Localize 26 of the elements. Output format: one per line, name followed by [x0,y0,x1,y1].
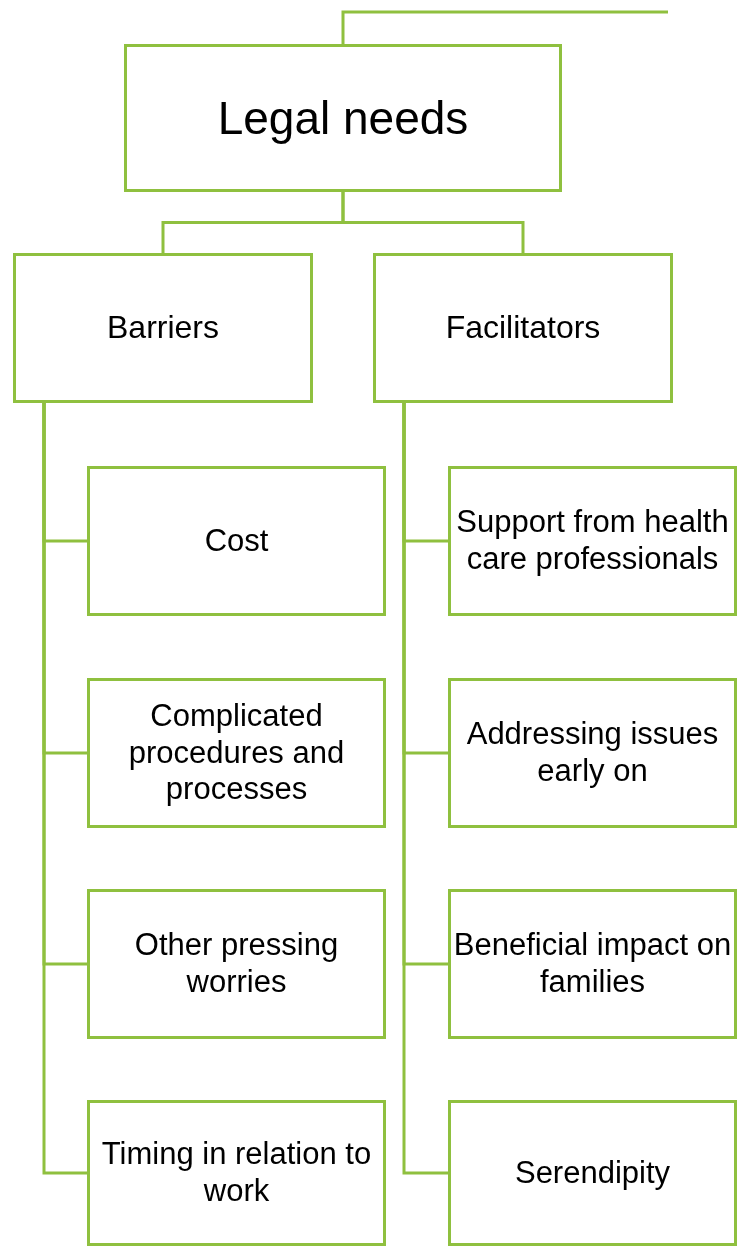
topic-box [448,466,737,616]
node-label: Barriers [107,309,219,347]
node-label: Facilitators [445,309,601,347]
topic-box [13,253,313,403]
connector-line [402,403,448,1175]
node-label: Other pressing worries [133,927,340,1001]
node-label: Addressing issues early on [465,716,720,790]
topic-box [87,678,386,828]
topic-box [373,253,673,403]
topic-box [87,889,386,1039]
node-label: Support from health care professionals [455,504,730,578]
root-box [124,44,562,192]
topic-box [87,466,386,616]
topic-box [448,889,737,1039]
topic-box [87,1100,386,1246]
node-label: Beneficial impact on families [452,927,733,1001]
node-label: Complicated procedures and processes [127,698,346,808]
topic-box [448,1100,737,1246]
node-label: Serendipity [514,1154,671,1192]
connector-line [42,403,87,1175]
connector-line [341,10,668,44]
connector-line [341,192,525,253]
node-label: Timing in relation to work [100,1136,373,1210]
title-text: Legal needs [217,90,469,146]
topic-box [448,678,737,828]
node-label: Cost [204,522,269,560]
